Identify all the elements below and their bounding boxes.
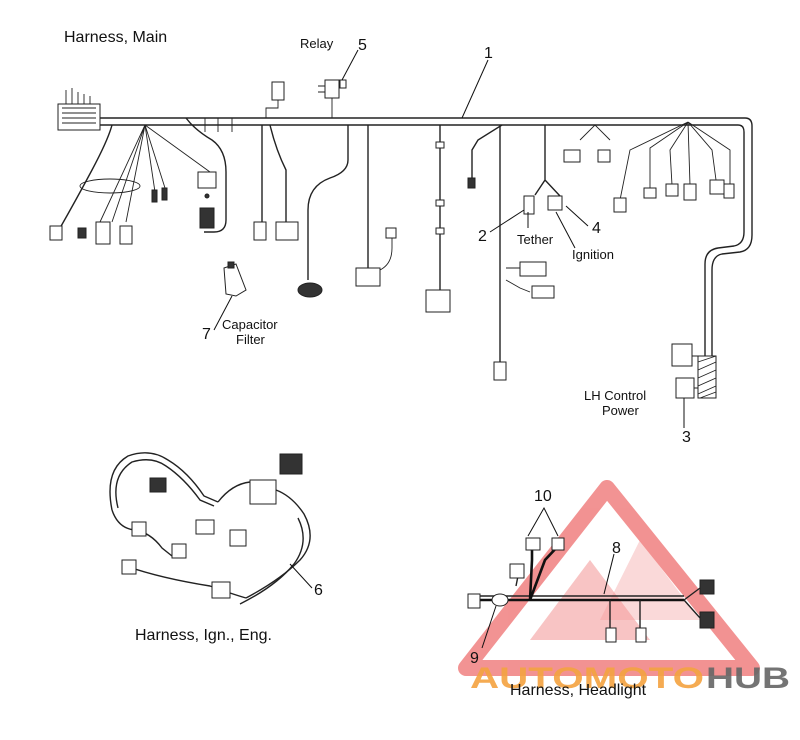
part-2-number: 2 — [478, 228, 487, 245]
part-8-number: 8 — [612, 540, 621, 557]
top-small-connector — [265, 81, 285, 118]
part-6-number: 6 — [314, 582, 323, 599]
part-10-number: 10 — [534, 488, 552, 505]
title-ign-eng-harness: Harness, Ign., Eng. — [135, 627, 272, 644]
capacitor-filter — [223, 261, 247, 297]
right-fan-branches — [613, 121, 735, 213]
part-3-label-line2: Power — [602, 403, 640, 418]
main-connector-left — [57, 88, 101, 131]
part-3-label-line1: LH Control — [584, 388, 646, 403]
headlight-harness — [467, 506, 715, 649]
watermark-text: AUTOMOTO HUB — [470, 662, 790, 695]
part-7-number: 7 — [202, 326, 211, 343]
part-5-label: Relay — [300, 36, 334, 51]
part-2-label: Tether — [517, 232, 554, 247]
relay-connector — [318, 79, 347, 118]
part-4-label: Ignition — [572, 247, 614, 262]
title-main-harness: Harness, Main — [64, 29, 167, 46]
watermark-text-part1: AUTOMOTO — [470, 662, 704, 695]
part-7-label-line1: Capacitor — [222, 317, 278, 332]
center-branches — [204, 118, 611, 381]
part-4-number: 4 — [592, 220, 601, 237]
left-fan-branches — [49, 117, 227, 245]
part-1-number: 1 — [484, 45, 493, 62]
watermark-text-part2: HUB — [706, 662, 790, 695]
part-7-label-line2: Filter — [236, 332, 266, 347]
main-leaders — [213, 49, 685, 428]
part-5-number: 5 — [358, 37, 367, 54]
main-harness — [49, 49, 753, 428]
part-9-number: 9 — [470, 650, 479, 667]
title-headlight-harness: Harness, Headlight — [510, 682, 647, 699]
ign-eng-harness — [109, 452, 313, 605]
lh-control-housing — [697, 355, 717, 399]
lh-control-power-connectors — [671, 343, 698, 399]
part-3-number: 3 — [682, 429, 691, 446]
